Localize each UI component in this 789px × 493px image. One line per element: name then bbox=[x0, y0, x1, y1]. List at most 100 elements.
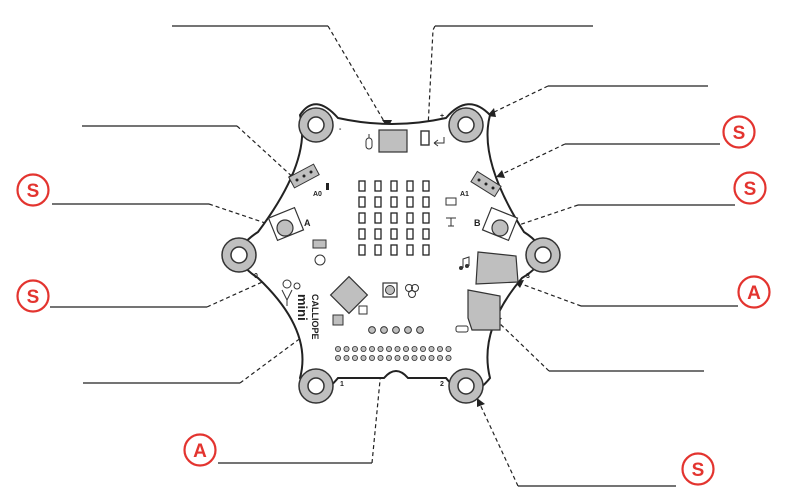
battery-connector bbox=[378, 129, 408, 153]
pin-3-right bbox=[525, 237, 561, 273]
edge-hole bbox=[385, 354, 392, 361]
pad-a1: A1 bbox=[460, 170, 502, 198]
pin-label-plus: + bbox=[440, 113, 444, 120]
button-a: A bbox=[267, 206, 311, 242]
edge-top-hole bbox=[368, 326, 376, 334]
sensor-small-right bbox=[445, 197, 457, 206]
pin-2-bottom-right bbox=[448, 368, 484, 404]
button-b-label: B bbox=[474, 218, 481, 228]
brand-logo: CALLIOPE mini bbox=[295, 294, 320, 340]
leader-pin-2 bbox=[477, 399, 519, 487]
edge-hole bbox=[351, 345, 358, 352]
leader-speaker bbox=[515, 281, 582, 307]
edge-top-hole bbox=[380, 326, 388, 334]
edge-top-hole bbox=[416, 326, 424, 334]
led-0-4 bbox=[422, 180, 430, 192]
led-2-1 bbox=[374, 212, 382, 224]
chip-icon bbox=[358, 305, 368, 315]
markers: S S S S A A S bbox=[16, 115, 771, 486]
edge-hole bbox=[411, 345, 418, 352]
edge-top-hole bbox=[404, 326, 412, 334]
led-3-1 bbox=[374, 228, 382, 240]
marker-s-7: S bbox=[681, 452, 715, 486]
marker-letter: A bbox=[193, 441, 207, 462]
led-3-2 bbox=[390, 228, 398, 240]
battery-icon bbox=[365, 134, 373, 150]
marker-letter: S bbox=[744, 179, 757, 200]
led-4-3 bbox=[406, 244, 414, 256]
edge-hole bbox=[402, 354, 409, 361]
leader-battery bbox=[327, 25, 389, 129]
edge-hole bbox=[419, 354, 426, 361]
led-3-0 bbox=[358, 228, 366, 240]
leader-usb bbox=[493, 317, 550, 372]
rgb-circles-icon bbox=[405, 284, 419, 298]
led-1-1 bbox=[374, 196, 382, 208]
button-b: B bbox=[474, 206, 519, 242]
marker-letter: S bbox=[692, 460, 705, 481]
leader-button-a bbox=[208, 203, 281, 229]
led-4-1 bbox=[374, 244, 382, 256]
pin-label-minus: - bbox=[339, 126, 342, 133]
edge-hole bbox=[343, 354, 350, 361]
small-chip bbox=[332, 314, 344, 326]
leader-a1-pad bbox=[497, 143, 566, 177]
edge-connector bbox=[334, 326, 452, 361]
marker-s-3: S bbox=[733, 171, 767, 205]
edge-hole bbox=[368, 354, 375, 361]
led-1-4 bbox=[422, 196, 430, 208]
marker-circle bbox=[183, 433, 217, 467]
pad-label-a0: A0 bbox=[313, 191, 322, 198]
edge-hole bbox=[394, 345, 401, 352]
edge-hole bbox=[445, 354, 452, 361]
usb-connector bbox=[467, 289, 501, 331]
marker-s-2: S bbox=[16, 173, 50, 207]
led-4-4 bbox=[422, 244, 430, 256]
edge-hole bbox=[368, 345, 375, 352]
edge-hole bbox=[419, 345, 426, 352]
marker-circle bbox=[681, 452, 715, 486]
music-note-icon bbox=[459, 256, 470, 270]
edge-hole bbox=[360, 354, 367, 361]
marker-circle bbox=[16, 173, 50, 207]
marker-letter: S bbox=[27, 287, 40, 308]
leader-button-b bbox=[509, 204, 579, 229]
edge-hole bbox=[360, 345, 367, 352]
edge-hole bbox=[436, 354, 443, 361]
led-4-2 bbox=[390, 244, 398, 256]
leader-plus-pin bbox=[487, 85, 549, 116]
edge-hole bbox=[436, 345, 443, 352]
rgb-led-icon bbox=[314, 254, 326, 266]
mounting-pins bbox=[221, 107, 561, 404]
edge-top-hole bbox=[392, 326, 400, 334]
marker-letter: S bbox=[733, 123, 746, 144]
marker-circle bbox=[722, 115, 756, 149]
rgb-led bbox=[312, 239, 327, 249]
led-1-3 bbox=[406, 196, 414, 208]
led-0-2 bbox=[390, 180, 398, 192]
reset-icon bbox=[433, 137, 445, 147]
edge-hole bbox=[351, 354, 358, 361]
marker-letter: S bbox=[27, 181, 40, 202]
pin-0-left bbox=[221, 237, 257, 273]
label-lines bbox=[50, 25, 738, 487]
led-2-0 bbox=[358, 212, 366, 224]
edge-hole bbox=[334, 354, 341, 361]
led-2-3 bbox=[406, 212, 414, 224]
edge-hole bbox=[428, 345, 435, 352]
marker-s-4: S bbox=[16, 279, 50, 313]
pin-plus-top-right bbox=[448, 107, 484, 143]
edge-hole bbox=[411, 354, 418, 361]
led-1-2 bbox=[390, 196, 398, 208]
led-2-4 bbox=[422, 212, 430, 224]
arrow-pin-2 bbox=[477, 398, 485, 407]
edge-hole bbox=[377, 354, 384, 361]
speaker bbox=[475, 251, 519, 285]
brand-line-1: CALLIOPE bbox=[310, 294, 320, 340]
pin-1-bottom-left bbox=[298, 368, 334, 404]
edge-hole bbox=[334, 345, 341, 352]
processor bbox=[329, 275, 369, 315]
edge-hole bbox=[394, 354, 401, 361]
leader-processor bbox=[239, 299, 353, 384]
usb-icon bbox=[455, 325, 469, 333]
